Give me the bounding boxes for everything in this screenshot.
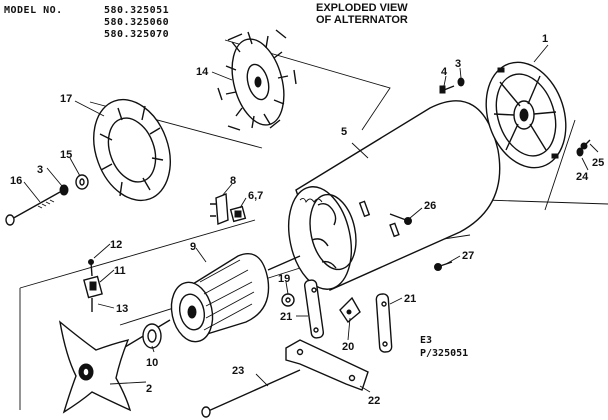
part-17-fan-shroud (93, 98, 171, 202)
part-4-screw (439, 85, 455, 94)
part-10-bearing (142, 323, 162, 349)
part-21-strap (303, 279, 325, 339)
model-number: 580.325060 (104, 17, 169, 28)
part-27-screw (434, 261, 453, 271)
part-5-housing (288, 100, 501, 291)
part-3-washer (59, 184, 69, 196)
leader-lines (23, 44, 599, 393)
model-number: 580.325051 (104, 5, 169, 16)
part-11-brush-holder (83, 259, 103, 312)
callout-3: 3 (37, 164, 43, 176)
part-26-screw (389, 213, 412, 225)
callout-24: 24 (576, 171, 589, 183)
callout-13: 13 (116, 303, 128, 315)
callout-15: 15 (60, 149, 72, 161)
callout-27: 27 (462, 250, 474, 262)
part-24-washer (576, 147, 584, 157)
callout-19: 19 (278, 273, 290, 285)
callout-14: 14 (196, 66, 209, 78)
callout-9: 9 (190, 241, 196, 253)
callout-1: 1 (542, 33, 548, 45)
part-22-base-bracket (285, 339, 369, 391)
model-number: 580.325070 (104, 29, 169, 40)
callout-26: 26 (424, 200, 436, 212)
callout-5: 5 (341, 126, 347, 138)
part-8-bracket (210, 192, 229, 226)
callout-25: 25 (592, 157, 604, 169)
part-9-rotor (119, 253, 301, 351)
part-21-strap (375, 293, 393, 353)
part-23-through-bolt (201, 369, 301, 418)
callout-2: 2 (146, 383, 152, 395)
part-1-end-bell (485, 61, 567, 169)
callout-23: 23 (232, 365, 244, 377)
figure-reference: P/325051 (420, 348, 468, 359)
part-3-washer (457, 77, 465, 87)
callout-12: 12 (110, 239, 122, 251)
callout-16: 16 (10, 175, 22, 187)
part-16-bolt (5, 191, 61, 226)
callout-3: 3 (455, 58, 461, 70)
callout-22: 22 (368, 395, 380, 407)
diagram-title: OF ALTERNATOR (316, 14, 408, 26)
diagram-title: EXPLODED VIEW (316, 2, 408, 14)
callout-4: 4 (441, 66, 448, 78)
callout-17: 17 (60, 93, 72, 105)
part-19-nut (281, 293, 295, 307)
part-15-washer (75, 174, 89, 190)
part-25-screw (580, 139, 591, 150)
callout-20: 20 (342, 341, 354, 353)
callout-6-7: 6,7 (248, 190, 263, 202)
part-2-end-plate (58, 320, 132, 414)
part-6-7-diode (229, 205, 247, 223)
figure-code: E3 (420, 335, 432, 346)
callout-8: 8 (230, 175, 236, 187)
model-label: MODEL NO. (4, 5, 63, 16)
callout-21: 21 (404, 293, 416, 305)
part-20-clip (339, 296, 361, 324)
callout-11: 11 (114, 265, 126, 277)
callout-10: 10 (146, 357, 158, 369)
part-14-fan (217, 29, 297, 131)
callout-21: 21 (280, 311, 292, 323)
